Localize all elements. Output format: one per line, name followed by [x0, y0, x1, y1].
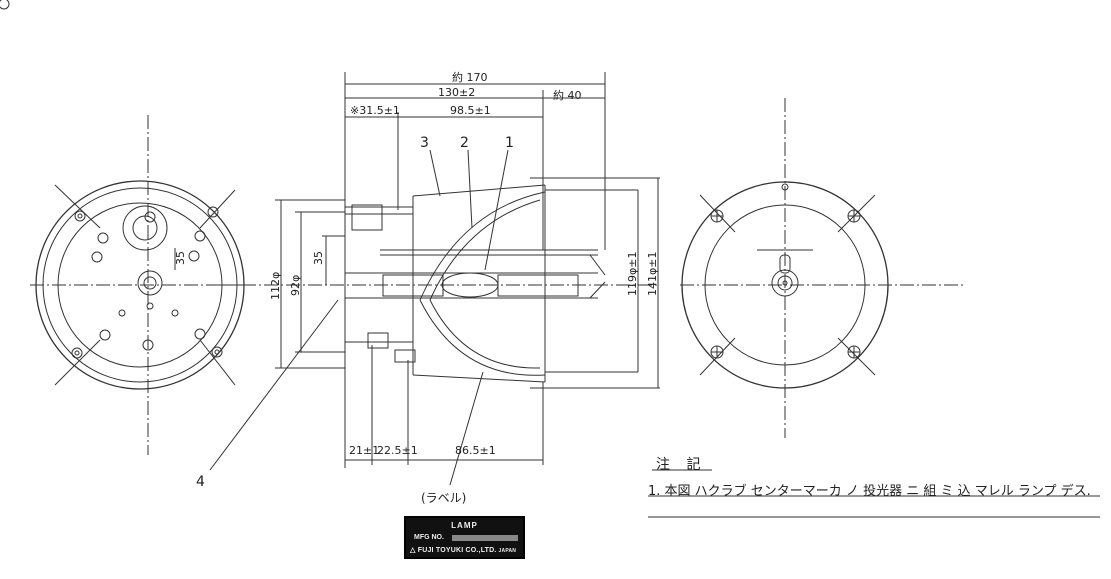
dim-right-dia-b: 141φ±1: [646, 252, 659, 296]
nameplate-mfg-label: MFG NO.: [414, 534, 444, 541]
dim-reflector-length: 98.5±1: [450, 104, 491, 117]
lamp-nameplate: LAMP MFG NO. △ FUJI TOYUKI CO.,LTD.JAPAN: [404, 516, 525, 559]
dim-overall-length: 約 170: [452, 70, 488, 84]
dim-right-dia-a: 119φ±1: [626, 252, 639, 296]
side-view: [209, 72, 660, 486]
dim-inner-height: 35: [312, 251, 325, 265]
part-number-2: 2: [460, 135, 469, 151]
dim-front-view-35: 35: [174, 251, 187, 265]
dim-body-length: 130±2: [438, 86, 475, 99]
dim-left-dia-inner: 92φ: [289, 275, 302, 296]
dim-rear-length: 約 40: [553, 88, 582, 102]
dim-bottom-c: 86.5±1: [455, 444, 496, 457]
rear-view-right: [680, 98, 965, 438]
dim-bottom-a: 21±1: [349, 444, 379, 457]
nameplate-maker-name: △ FUJI TOYUKI CO.,LTD.: [410, 547, 497, 554]
notes-title: 注 記: [656, 457, 707, 473]
part-number-3: 3: [420, 135, 429, 151]
corner-mark: [0, 0, 10, 10]
nameplate-maker: △ FUJI TOYUKI CO.,LTD.JAPAN: [410, 546, 516, 554]
nameplate-mfg-field: [452, 535, 518, 541]
dim-front-offset: ※31.5±1: [350, 104, 400, 117]
label-caption: (ラベル): [421, 491, 467, 505]
notes-line-1: 1. 本図 ハクラブ センターマーカ ノ 投光器 ニ 組 ミ 込 マレル ランプ…: [648, 484, 1091, 499]
nameplate-title: LAMP: [451, 521, 478, 530]
nameplate-country: JAPAN: [498, 548, 517, 554]
front-view-left: [30, 115, 252, 455]
part-number-1: 1: [505, 135, 514, 151]
dim-bottom-b: 22.5±1: [377, 444, 418, 457]
dim-left-dia-outer: 112φ: [269, 272, 282, 300]
part-number-4: 4: [196, 474, 205, 490]
